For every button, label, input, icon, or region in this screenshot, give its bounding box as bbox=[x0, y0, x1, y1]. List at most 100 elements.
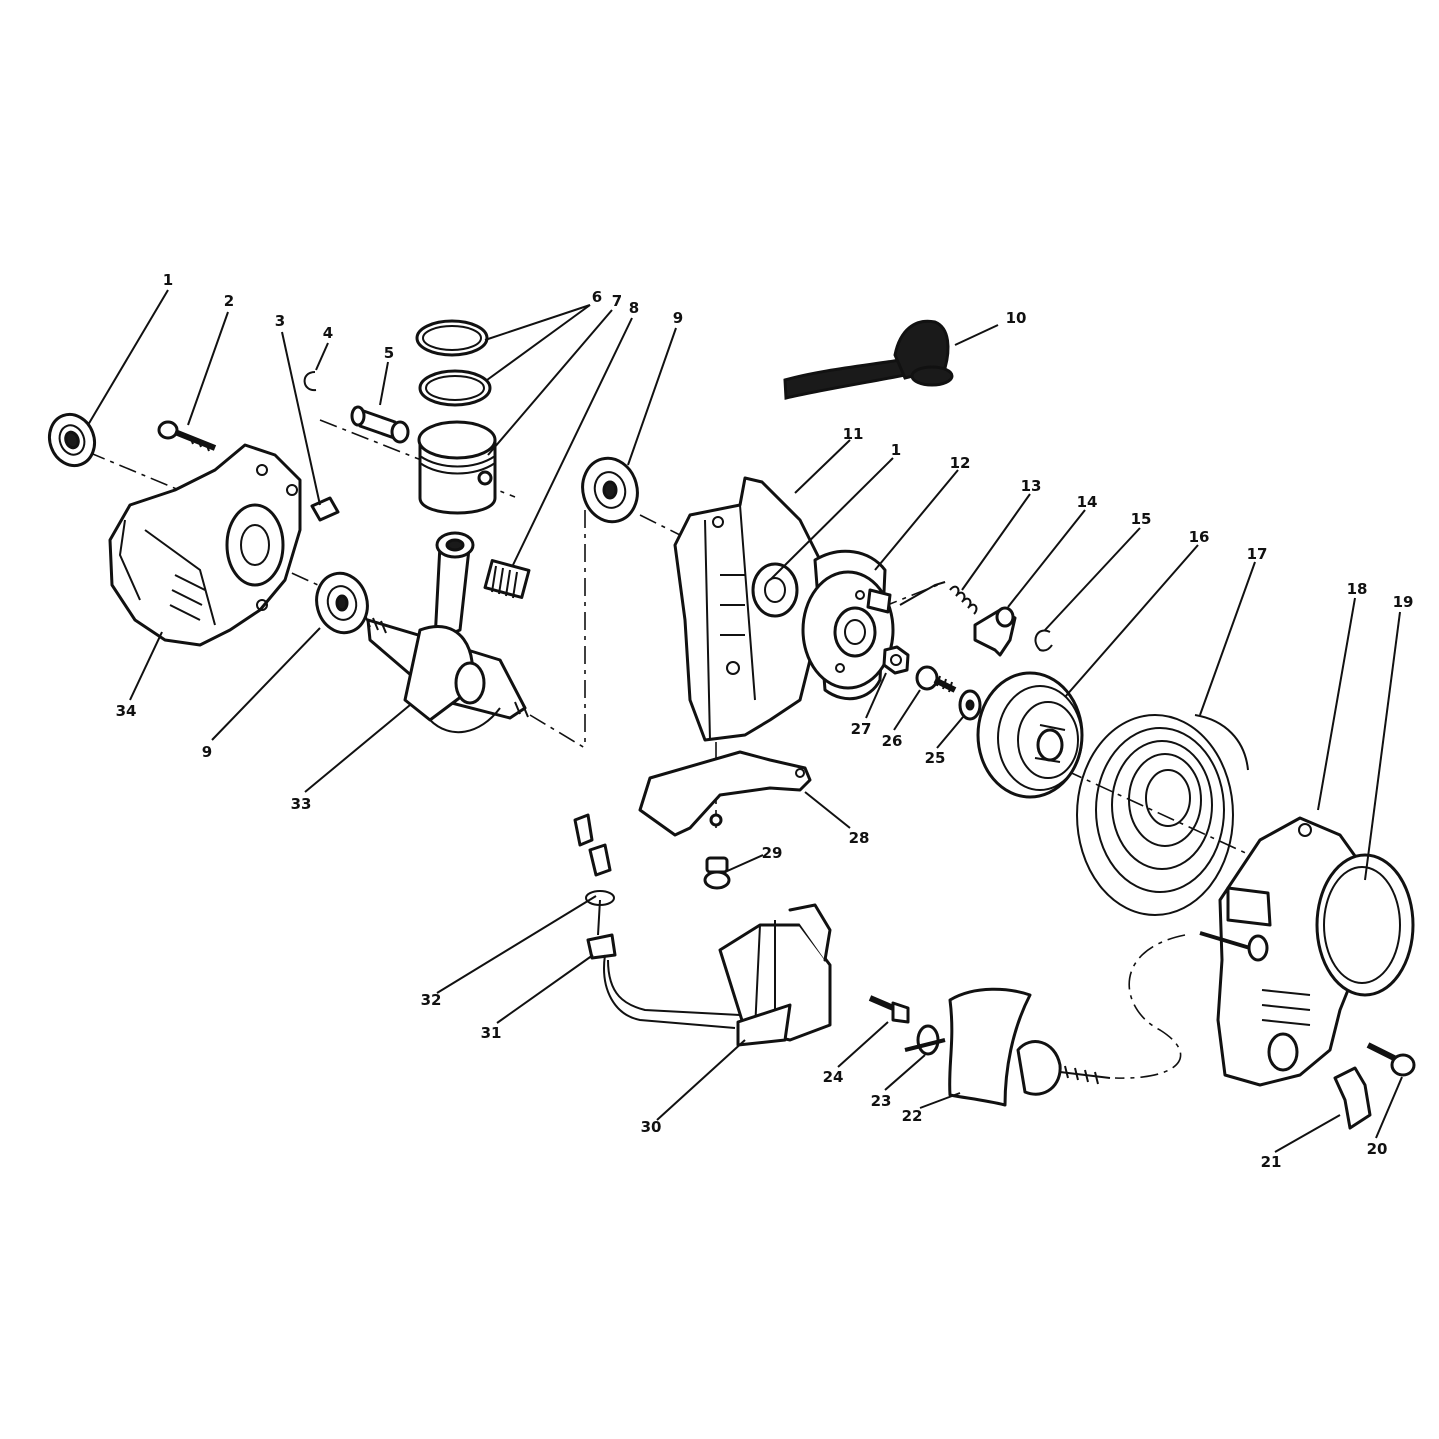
ignition-wire-2 bbox=[607, 959, 741, 1016]
screw-part-20 bbox=[1366, 1042, 1416, 1077]
callout-1-left: 1 bbox=[163, 271, 173, 289]
leader-15 bbox=[1044, 527, 1141, 631]
callout-10: 10 bbox=[1006, 309, 1027, 327]
piston-rings-part-6 bbox=[415, 319, 492, 407]
callout-9-bottom: 9 bbox=[202, 743, 212, 761]
pulley-part-16 bbox=[976, 671, 1084, 799]
callout-13: 13 bbox=[1021, 477, 1042, 495]
screw-part-24 bbox=[868, 995, 910, 1024]
leader-6b bbox=[486, 304, 591, 381]
flywheel-part-12 bbox=[801, 549, 895, 701]
leader-27 bbox=[865, 672, 887, 719]
leader-1-left bbox=[87, 289, 169, 426]
bracket-part-28 bbox=[638, 750, 812, 837]
bearing-part-9-top bbox=[581, 456, 639, 524]
callout-32: 32 bbox=[421, 991, 442, 1009]
leader-7 bbox=[487, 309, 613, 456]
callout-24: 24 bbox=[823, 1068, 844, 1086]
leader-34 bbox=[129, 631, 163, 701]
ignition-wire bbox=[597, 899, 736, 1029]
spring-part-13 bbox=[949, 585, 978, 615]
starter-housing-part-18 bbox=[1216, 816, 1415, 1087]
axis-rope-path bbox=[1114, 934, 1186, 1079]
leader-14 bbox=[1007, 509, 1086, 608]
callout-25: 25 bbox=[925, 749, 946, 767]
leader-24 bbox=[837, 1021, 889, 1068]
grommet-part-31 bbox=[586, 933, 617, 960]
callout-labels: 1 2 3 4 5 6 7 8 9 10 11 1 12 13 14 15 16… bbox=[116, 271, 1414, 1171]
piston-part-7 bbox=[417, 420, 497, 515]
callout-21: 21 bbox=[1261, 1153, 1282, 1171]
axis-bearing-to-housing bbox=[639, 514, 701, 546]
callout-29: 29 bbox=[762, 844, 783, 862]
callout-27: 27 bbox=[851, 720, 872, 738]
callout-11: 11 bbox=[843, 425, 864, 443]
leader-3 bbox=[281, 331, 321, 506]
callout-33: 33 bbox=[291, 795, 312, 813]
callout-20: 20 bbox=[1367, 1140, 1388, 1158]
crankshaft-part-33 bbox=[364, 531, 529, 734]
nut-part-27 bbox=[882, 645, 910, 675]
leader-28 bbox=[804, 791, 851, 829]
leader-6a bbox=[484, 304, 591, 341]
leader-8 bbox=[512, 317, 633, 566]
leader-10 bbox=[954, 324, 999, 346]
callout-3: 3 bbox=[275, 312, 285, 330]
bolt-part-26 bbox=[915, 665, 957, 693]
leader-21 bbox=[1274, 1114, 1341, 1153]
bearing-part-9-bottom bbox=[315, 571, 369, 635]
leader-13 bbox=[961, 493, 1031, 591]
circlip-part-4 bbox=[303, 371, 317, 392]
pin-part-3 bbox=[310, 496, 340, 522]
callout-1-right: 1 bbox=[891, 441, 901, 459]
callout-30: 30 bbox=[641, 1118, 662, 1136]
leader-9-top bbox=[627, 327, 677, 466]
washer-part-25 bbox=[958, 689, 982, 721]
leader-25 bbox=[936, 716, 964, 749]
starter-rope bbox=[1199, 931, 1251, 950]
leader-2 bbox=[187, 311, 229, 426]
crankcase-part-34 bbox=[108, 443, 302, 647]
spark-plug-boot-part-10 bbox=[783, 319, 954, 400]
leader-1-right bbox=[769, 457, 894, 581]
needle-bearing-part-8 bbox=[483, 559, 531, 599]
callout-8: 8 bbox=[629, 299, 639, 317]
axis-crank-to-bracket bbox=[529, 714, 586, 749]
callout-31: 31 bbox=[481, 1024, 502, 1042]
screw-part-2 bbox=[157, 420, 217, 452]
leader-31 bbox=[496, 954, 594, 1024]
circlip-part-15 bbox=[1034, 629, 1053, 652]
leader-26 bbox=[893, 689, 921, 731]
leader-32 bbox=[436, 895, 597, 994]
leader-33 bbox=[304, 704, 411, 793]
screw-part-29 bbox=[703, 856, 731, 890]
leader-5 bbox=[379, 361, 389, 406]
callout-14: 14 bbox=[1077, 493, 1098, 511]
leader-29 bbox=[724, 854, 764, 873]
leader-20 bbox=[1375, 1076, 1403, 1139]
callout-12: 12 bbox=[950, 454, 971, 472]
callout-4: 4 bbox=[323, 324, 333, 342]
grommet-part-21 bbox=[1333, 1066, 1372, 1130]
callout-15: 15 bbox=[1131, 510, 1152, 528]
leader-lines bbox=[87, 289, 1403, 1153]
leader-11 bbox=[794, 439, 851, 494]
pawl-part-14 bbox=[973, 606, 1017, 657]
bearing-part-1 bbox=[47, 412, 97, 468]
leader-23 bbox=[884, 1054, 926, 1091]
callout-7: 7 bbox=[612, 292, 622, 310]
callout-18: 18 bbox=[1347, 580, 1368, 598]
callout-16: 16 bbox=[1189, 528, 1210, 546]
leader-16 bbox=[1064, 544, 1199, 698]
piston-pin-part-5 bbox=[350, 405, 410, 444]
leader-18 bbox=[1317, 597, 1356, 811]
ignition-coil-part-30 bbox=[718, 903, 832, 1047]
engine-housing-part-11 bbox=[673, 476, 822, 742]
leader-12 bbox=[874, 469, 959, 571]
callout-19: 19 bbox=[1393, 593, 1414, 611]
callout-2: 2 bbox=[224, 292, 234, 310]
wire-connector-part-32 bbox=[573, 813, 615, 906]
spring-hook-part-13 bbox=[899, 581, 946, 606]
leader-22 bbox=[919, 1092, 961, 1109]
